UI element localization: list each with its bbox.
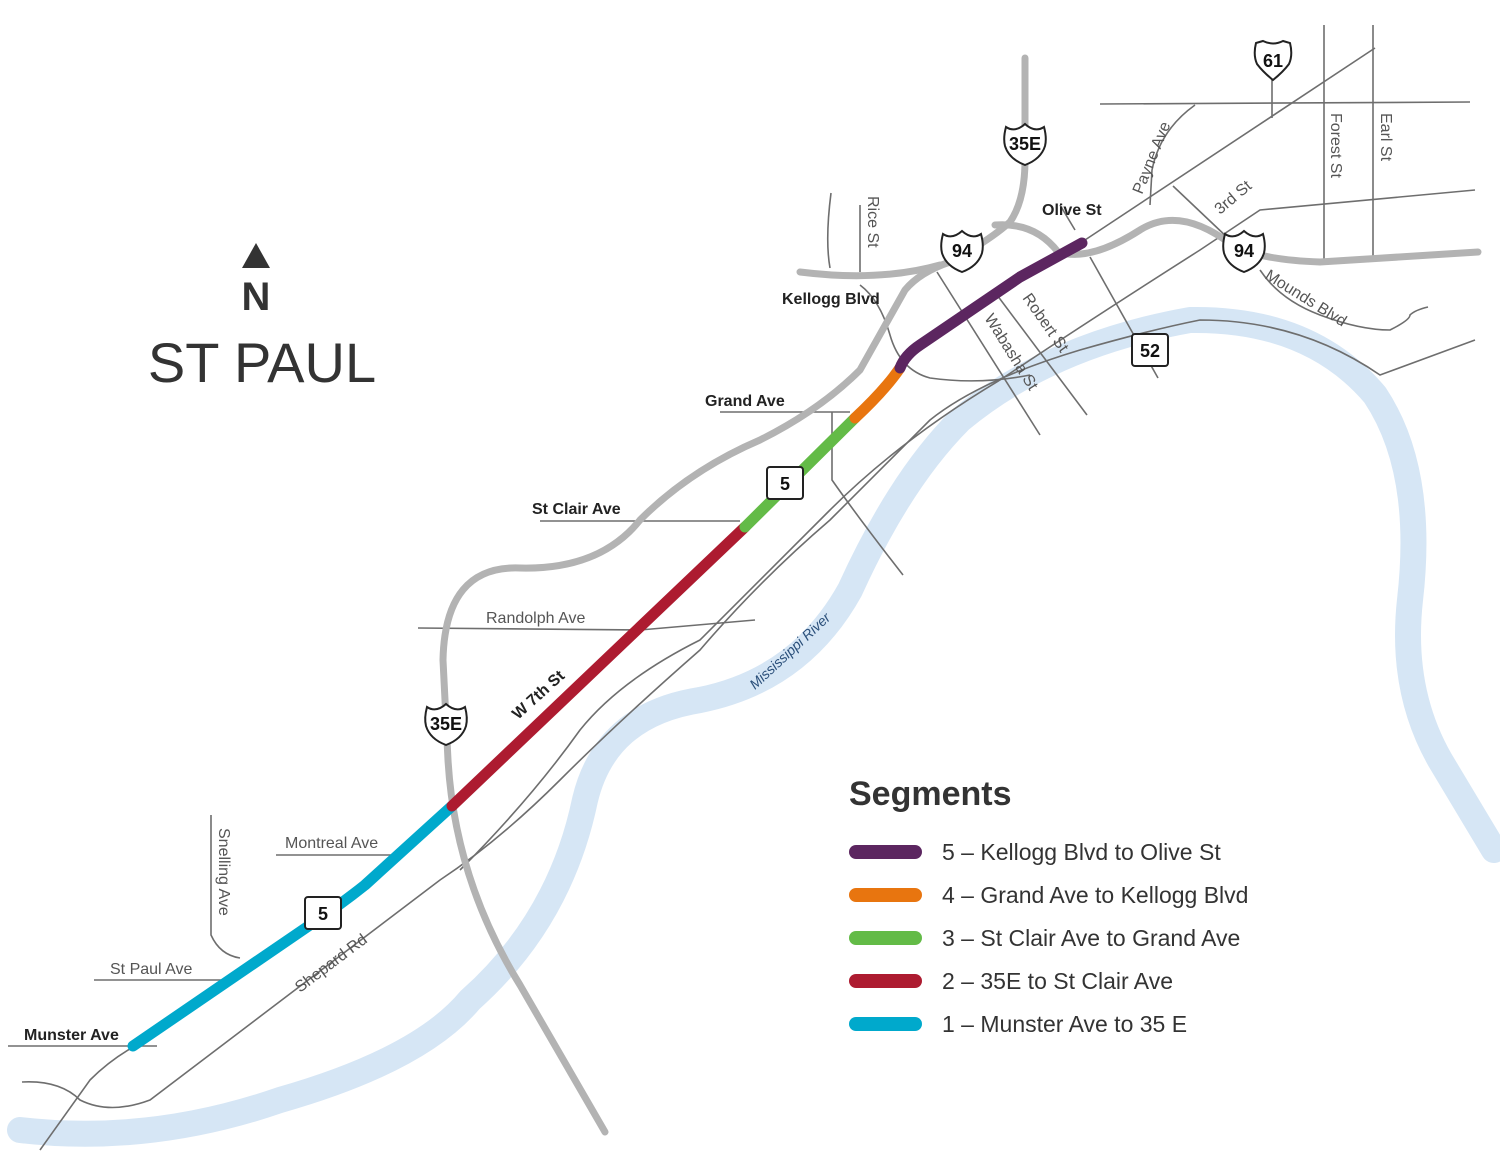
i35e — [439, 54, 1029, 1136]
shield-mn5-south: 5 — [304, 896, 342, 930]
label-montreal-ave: Montreal Ave — [285, 835, 378, 852]
north-label: N — [242, 275, 271, 319]
i94-west — [796, 261, 944, 280]
mississippi-river — [7, 306, 1500, 1147]
shield-mn52: 52 — [1131, 333, 1169, 367]
svg-text:3 – St Clair Ave to Grand Ave: 3 – St Clair Ave to Grand Ave — [942, 925, 1240, 951]
svg-text:4 – Grand Ave to Kellogg Blvd: 4 – Grand Ave to Kellogg Blvd — [942, 882, 1248, 908]
svg-text:5: 5 — [318, 904, 328, 924]
label-st-paul-ave: St Paul Ave — [110, 961, 193, 978]
legend-item-segment-1: 1 – Munster Ave to 35 E — [849, 1011, 1187, 1037]
label-olive-st: Olive St — [1042, 202, 1102, 219]
svg-text:94: 94 — [952, 241, 972, 261]
label-robert-st: Robert St — [1019, 291, 1072, 357]
city-title: ST PAUL — [148, 331, 376, 394]
segment-2 — [446, 521, 751, 812]
legend: Segments 5 – Kellogg Blvd to Olive St 4 … — [849, 775, 1248, 1037]
svg-text:35E: 35E — [1009, 134, 1041, 154]
shield-i35e-north: 35E — [1003, 123, 1047, 166]
label-3rd-st: 3rd St — [1212, 177, 1256, 218]
label-grand-ave: Grand Ave — [705, 393, 785, 410]
label-w-7th-st: W 7th St — [509, 667, 568, 723]
label-forest-st: Forest St — [1327, 113, 1344, 178]
shield-mn5-north: 5 — [766, 466, 804, 500]
shield-i94-west: 94 — [940, 230, 984, 273]
legend-item-segment-5: 5 – Kellogg Blvd to Olive St — [849, 839, 1221, 865]
svg-text:2 – 35E to St Clair Ave: 2 – 35E to St Clair Ave — [942, 968, 1173, 994]
segment-4 — [849, 362, 906, 424]
label-snelling-ave: Snelling Ave — [215, 828, 232, 916]
label-kellogg-blvd: Kellogg Blvd — [782, 291, 880, 308]
svg-text:5 – Kellogg Blvd to Olive St: 5 – Kellogg Blvd to Olive St — [942, 839, 1221, 865]
svg-text:61: 61 — [1263, 51, 1283, 71]
legend-title: Segments — [849, 775, 1012, 813]
label-rice-st: Rice St — [864, 196, 881, 248]
svg-text:52: 52 — [1140, 341, 1160, 361]
north-arrow: N — [242, 243, 271, 319]
svg-text:1 – Munster Ave to 35 E: 1 – Munster Ave to 35 E — [942, 1011, 1187, 1037]
label-munster-ave: Munster Ave — [24, 1027, 119, 1044]
legend-item-segment-4: 4 – Grand Ave to Kellogg Blvd — [849, 882, 1248, 908]
shield-us61: 61 — [1253, 40, 1293, 81]
svg-text:5: 5 — [780, 474, 790, 494]
legend-item-segment-2: 2 – 35E to St Clair Ave — [849, 968, 1173, 994]
svg-text:94: 94 — [1234, 241, 1254, 261]
shield-i94-east: 94 — [1222, 230, 1266, 273]
legend-item-segment-3: 3 – St Clair Ave to Grand Ave — [849, 925, 1240, 951]
svg-text:35E: 35E — [430, 714, 462, 734]
segment-5 — [894, 237, 1088, 374]
north-arrow-icon — [242, 243, 270, 268]
label-st-clair-ave: St Clair Ave — [532, 501, 621, 518]
shield-i35e-south: 35E — [424, 703, 468, 746]
label-shepard-rd: Shepard Rd — [292, 931, 370, 996]
label-earl-st: Earl St — [1377, 113, 1394, 162]
label-randolph-ave: Randolph Ave — [486, 610, 585, 627]
